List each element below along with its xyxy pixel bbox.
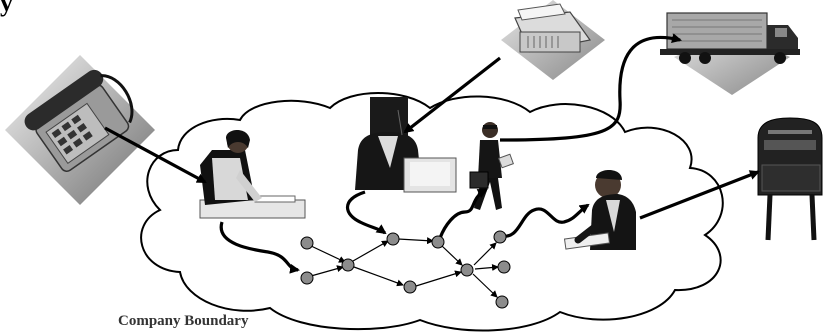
process-node (497, 260, 511, 274)
process-network-edges (308, 237, 499, 298)
process-node (403, 280, 417, 294)
process-node (431, 235, 445, 249)
process-node (493, 230, 507, 244)
arrow-phone-to-receptionist (104, 126, 207, 184)
arrow-clerk-to-mailbox (639, 170, 760, 220)
process-node (386, 232, 400, 246)
arrow-office-worker-to-network (345, 190, 387, 235)
process-node (460, 263, 474, 277)
company-boundary-cloud (140, 92, 724, 332)
telephone-icon (5, 55, 155, 205)
delivery-truck-icon (660, 12, 800, 95)
arrow-network-to-clerk (499, 203, 590, 238)
process-node (495, 295, 509, 309)
arrow-network-to-courier (438, 188, 488, 239)
process-node (300, 271, 314, 285)
arrow-fax-to-office-worker (403, 56, 501, 134)
process-node (300, 236, 314, 250)
office-worker-at-computer-icon (355, 97, 457, 193)
clerk-writing-icon (563, 170, 636, 250)
arrow-receptionist-to-network (219, 221, 300, 274)
process-network-nodes (300, 230, 511, 309)
mailbox-icon (757, 117, 823, 241)
fax-machine-icon (501, 0, 605, 80)
courier-with-briefcase-icon (469, 122, 514, 210)
arrow-courier-to-truck (499, 33, 682, 142)
company-boundary-label: Company Boundary (118, 313, 249, 329)
process-node (341, 258, 355, 272)
receptionist-icon (199, 130, 306, 219)
clipped-title-fragment: y (0, 0, 13, 17)
flow-arrows (104, 33, 760, 274)
